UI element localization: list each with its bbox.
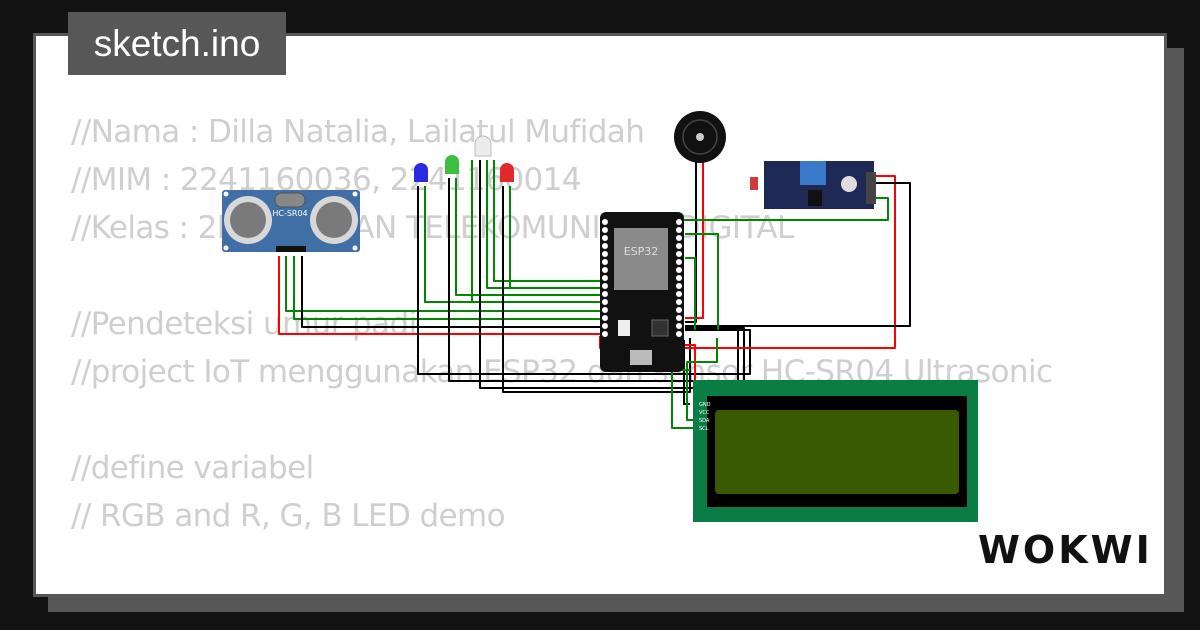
led-body [414,163,428,182]
wire-rgb-b [493,160,604,282]
transducer-mesh [316,202,352,238]
led-red[interactable] [500,163,514,182]
code-line: // RGB and R, G, B LED demo [71,498,506,534]
hcsr04-header [276,246,306,252]
wire-led-red-sig [509,186,604,289]
led-body [500,163,514,182]
wire-hcsr04-gnd [301,256,604,328]
transducer-mesh [230,202,266,238]
wire-esp-green2 [685,257,696,330]
lcd-display[interactable]: GND VCC SDA SCL [693,380,978,522]
comparator-chip [808,190,822,206]
file-tab[interactable]: sketch.ino [68,12,286,75]
wire-hcsr04-echo [293,256,604,320]
lcd-screen [715,410,959,494]
wire-lcd-sda [686,338,718,421]
photoresistor [750,177,758,190]
wire-led-blue-sig [424,186,604,303]
usb-port [630,350,652,365]
esp32-pins [602,219,682,337]
esp32-label: ESP32 [624,245,659,258]
wire-esp-green1 [685,233,719,330]
wire-ldr-ao [600,197,889,221]
wire-led-blue-gnd [417,186,751,375]
mount-hole [352,191,358,197]
ldr-header [866,172,876,204]
led-body [474,135,492,157]
buzzer[interactable] [674,111,726,163]
wire-hcsr04-trig [285,256,604,312]
lcd-pin-scl: SCL [699,426,709,432]
mount-hole [352,245,358,251]
led-rgb[interactable] [474,135,492,157]
wokwi-logo: WOKWI [978,528,1153,572]
wire-buzzer-pos [685,162,704,319]
hcsr04-label: HC-SR04 [272,209,307,218]
potentiometer [800,161,826,185]
crystal [274,192,306,208]
lcd-pin-sda: SDA [699,418,710,424]
usb-chip [651,319,669,337]
buzzer-center [696,133,704,141]
lcd-pin-labels: GND VCC SDA SCL [699,402,711,432]
lcd-pin-gnd: GND [699,402,711,408]
ldr-module[interactable] [750,161,876,209]
led-green[interactable] [445,155,459,174]
esp32-module [614,228,668,290]
lcd-pin-vcc: VCC [699,410,710,416]
led-blue[interactable] [414,163,428,182]
code-line: //define variabel [71,450,314,486]
code-line: //project IoT menggunakan ESP32 dan sens… [71,354,1053,390]
buzzer-ring [682,119,718,155]
mount-hole [223,245,229,251]
esp32-board[interactable]: ESP32 [600,212,684,372]
ldr-chip [841,176,857,192]
wire-led-green-sig [455,178,604,296]
code-line: //Nama : Dilla Natalia, Lailatul Mufidah [71,114,645,150]
led-body [445,155,459,174]
hcsr04-sensor[interactable]: HC-SR04 [222,190,360,252]
wire-ldr-gnd [685,182,911,327]
wire-hcsr04-vcc [278,256,600,335]
regulator [618,320,630,336]
mount-hole [223,191,229,197]
wire-led-red-gnd [502,186,691,393]
